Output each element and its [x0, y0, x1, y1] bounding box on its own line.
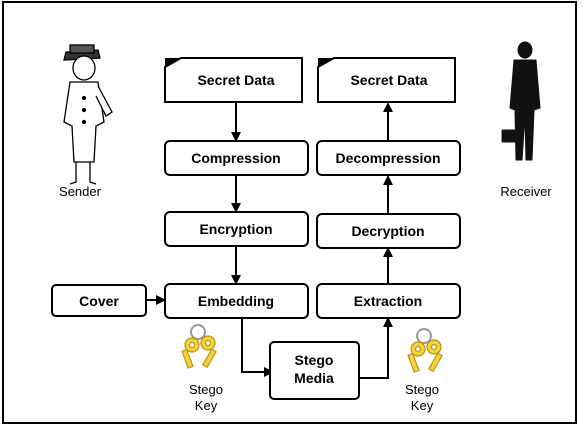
stego-key-right-line2: Key [411, 398, 434, 413]
extraction-node: Extraction [316, 283, 461, 319]
stego-key-left-icon [181, 324, 217, 369]
stego-media-node: Stego Media [269, 341, 360, 400]
stego-key-left-line1: Stego [189, 382, 223, 397]
stego-media-line2: Media [294, 370, 334, 386]
encryption-label: Encryption [199, 221, 272, 237]
encryption-node: Encryption [164, 211, 309, 247]
extraction-label: Extraction [354, 293, 422, 309]
embedding-node: Embedding [164, 283, 309, 319]
stego-key-left-line2: Key [195, 398, 218, 413]
cover-label: Cover [79, 293, 119, 309]
cover-node: Cover [51, 284, 147, 317]
secret-data-sender-label: Secret Data [197, 72, 274, 88]
arrow-embedding-to-stego-media [241, 318, 274, 377]
decompression-label: Decompression [335, 150, 440, 166]
decryption-node: Decryption [316, 213, 461, 249]
secret-data-sender-node: Secret Data [164, 57, 303, 103]
receiver-figure-icon [501, 41, 541, 161]
stego-key-right-line1: Stego [405, 382, 439, 397]
embedding-label: Embedding [198, 293, 274, 309]
receiver-label: Receiver [500, 184, 552, 199]
secret-data-receiver-label: Secret Data [350, 72, 427, 88]
decryption-label: Decryption [351, 223, 424, 239]
compression-label: Compression [191, 150, 280, 166]
decompression-node: Decompression [316, 140, 461, 176]
secret-data-receiver-node: Secret Data [317, 57, 456, 103]
sender-figure-icon [63, 44, 113, 185]
compression-node: Compression [164, 140, 309, 176]
arrow-stego-media-to-extraction [359, 317, 393, 379]
stego-media-line1: Stego [295, 352, 334, 368]
stego-key-right-icon [407, 328, 443, 373]
sender-label: Sender [59, 184, 102, 199]
